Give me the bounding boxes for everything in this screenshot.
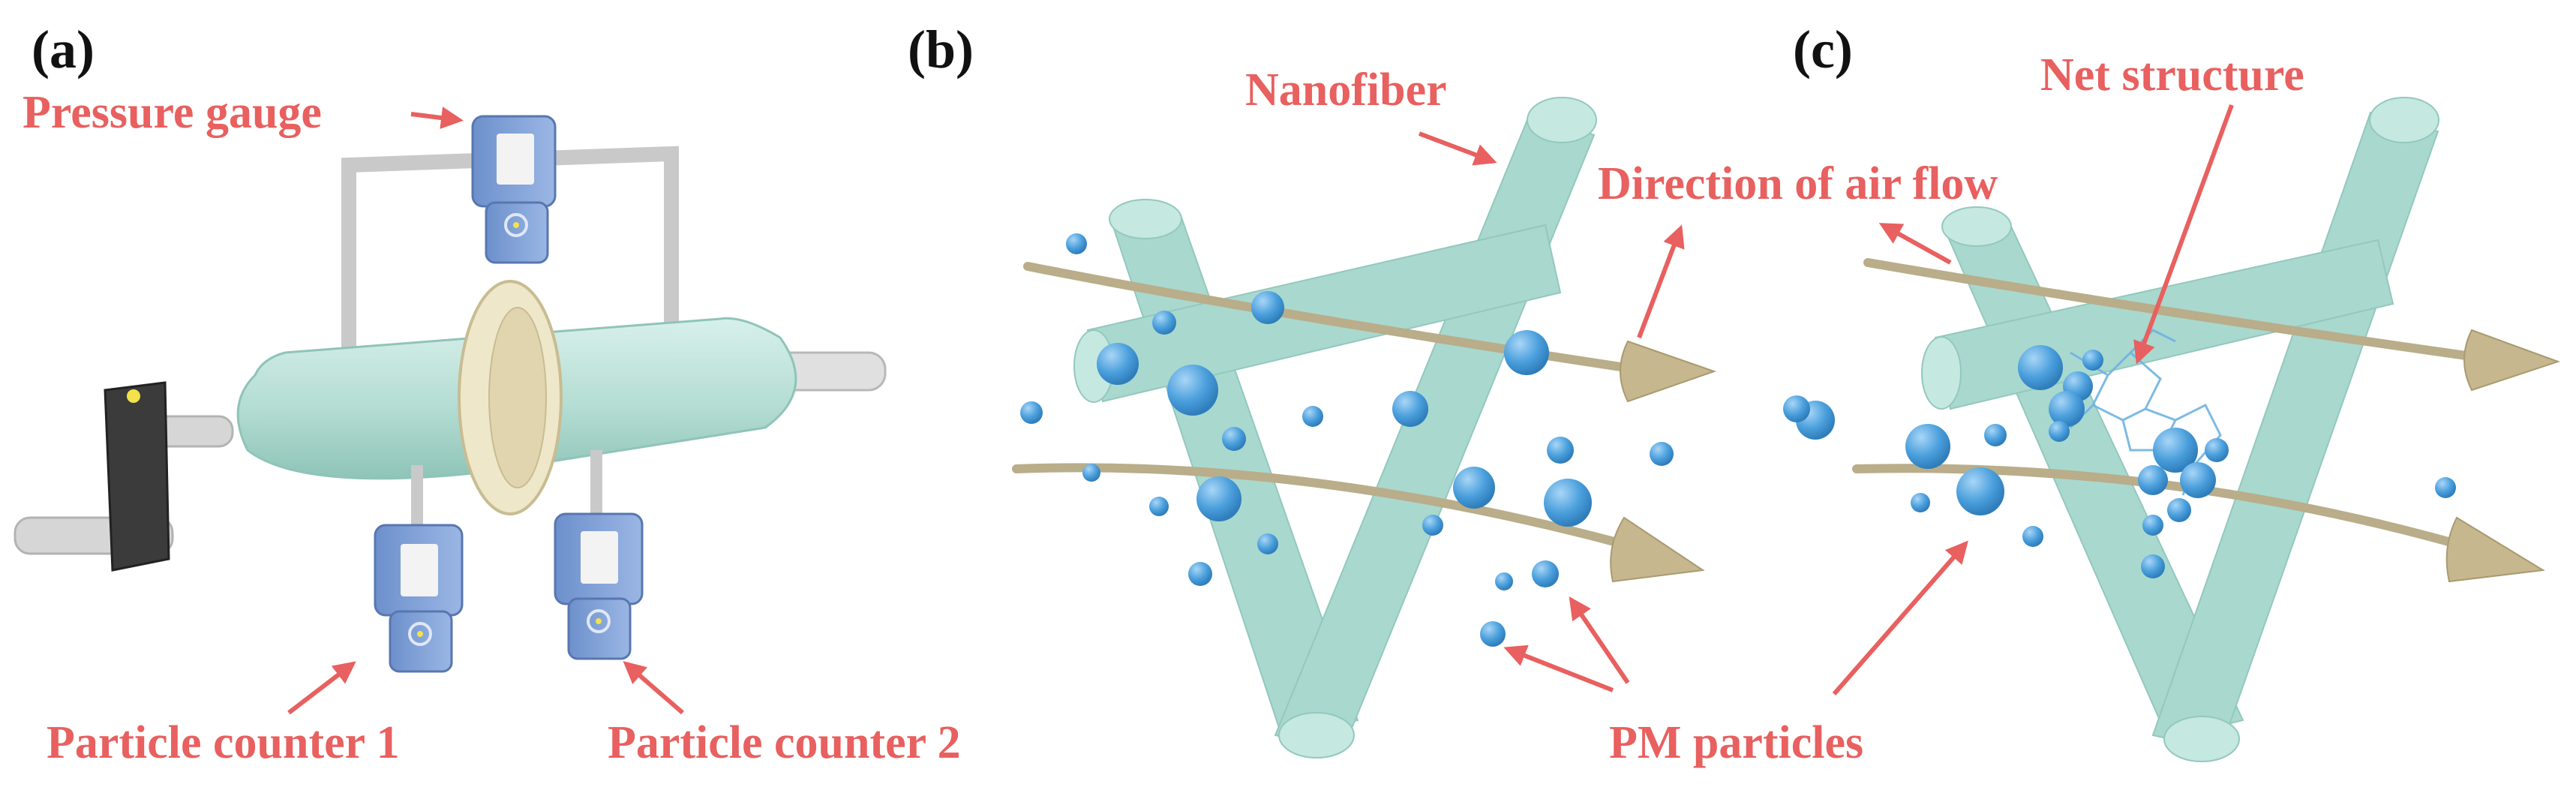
label-pm-particles: PM particles [1609,717,1863,768]
particle [1066,233,1087,254]
particle [2049,421,2070,442]
pm-particles-c [1783,345,2456,578]
label-particle-counter-1: Particle counter 1 [47,717,400,768]
nanofibers-b [1073,97,1597,758]
particle [2153,428,2198,473]
label-air-flow: Direction of air flow [1598,158,1998,209]
fiber-c-3-end [1921,336,1962,410]
fiber-b-2-end [1527,97,1597,143]
particle [2167,498,2191,522]
particle [2205,438,2229,462]
fiber-c-1-end [1941,206,2012,247]
particle [1905,424,1950,469]
panel-c: (c) [1783,20,2561,762]
airflow-cone-c-1 [2463,329,2561,392]
airflow-c [1852,258,2561,583]
particle [1392,391,1428,427]
particle [1650,442,1674,466]
particle [1149,497,1169,516]
fiber-b-bottom-end [1278,712,1355,758]
label-pressure-gauge: Pressure gauge [23,87,322,138]
arrow-air-flow-b [1637,224,1685,339]
crank-knob [127,389,140,403]
counter1-pipe [411,465,423,525]
particle [1302,406,1323,427]
nanofibers-c [1921,97,2439,762]
arrow-pm-particles-2 [1569,596,1630,684]
particle [1783,395,1810,422]
particle [1152,311,1176,335]
arrow-pm-particles-1 [1503,644,1614,692]
fiber-c-bottom-end [2163,716,2240,762]
particle [2138,465,2168,495]
particle [1167,365,1218,416]
counter2-pipe [590,450,602,518]
particle [1504,330,1549,375]
particle [1097,343,1139,385]
arrow-nanofiber [1418,131,1497,166]
particle [1453,467,1495,509]
particle [2018,345,2063,390]
particle [1196,476,1241,521]
particle [1222,427,1246,451]
airflow-strand-c-2 [1852,464,2487,556]
airflow-strand-b-2 [1012,463,1655,556]
panel-b: (b) [908,20,1998,768]
particle [2022,526,2043,547]
particle-counter-1-device [374,524,464,673]
pm-particles-b [1020,233,1674,647]
particle [1547,437,1574,464]
label-particle-counter-2: Particle counter 2 [608,717,961,768]
particle [1422,515,1443,536]
label-net-structure: Net structure [2040,50,2304,101]
particle [1480,621,1506,647]
panel-label-c: (c) [1793,20,1853,80]
arrow-air-flow-c [1878,223,1952,265]
particle [1257,533,1278,554]
particle [2082,350,2103,371]
airflow-strand-c-1 [1863,258,2502,365]
net-strands [2069,329,2222,496]
airflow-cone-b-2 [1610,516,1705,583]
particle [1251,291,1284,324]
particle [1495,572,1513,590]
particle [2435,477,2456,498]
fiber-b-2 [1274,111,1596,752]
arrow-pressure-gauge [410,107,464,129]
particle [2142,515,2163,536]
panel-label-a: (a) [32,20,95,80]
particle [1532,560,1559,587]
particle [1984,424,2007,446]
particle [1020,401,1043,424]
particle [1082,464,1100,482]
pressure-gauge-device [471,115,557,264]
crank-handle [104,381,170,572]
panel-label-b: (b) [908,20,974,80]
fiber-c-2-end [2369,97,2439,143]
arrow-particle-counter-1 [287,661,356,715]
arrow-particle-counter-2 [623,661,684,715]
particle [2141,554,2165,578]
airflow-cone-c-2 [2445,516,2545,583]
particle [1956,467,2004,515]
label-nanofiber: Nanofiber [1245,65,1447,116]
arrow-pm-particles-3 [1832,540,1968,695]
filter-holder-inner [488,307,547,488]
particle [2049,391,2085,427]
particle-counter-2-device [554,512,644,660]
particle [1188,562,1212,586]
panel-a: (a) [14,20,961,768]
net-structure [2069,329,2222,496]
apparatus [14,115,887,673]
particle [2180,462,2216,498]
particle [1544,479,1592,527]
airflow-cone-b-1 [1620,340,1717,403]
arrow-net-structure [2133,104,2234,365]
particle [1911,493,1930,512]
fiber-b-1-end [1109,199,1182,239]
